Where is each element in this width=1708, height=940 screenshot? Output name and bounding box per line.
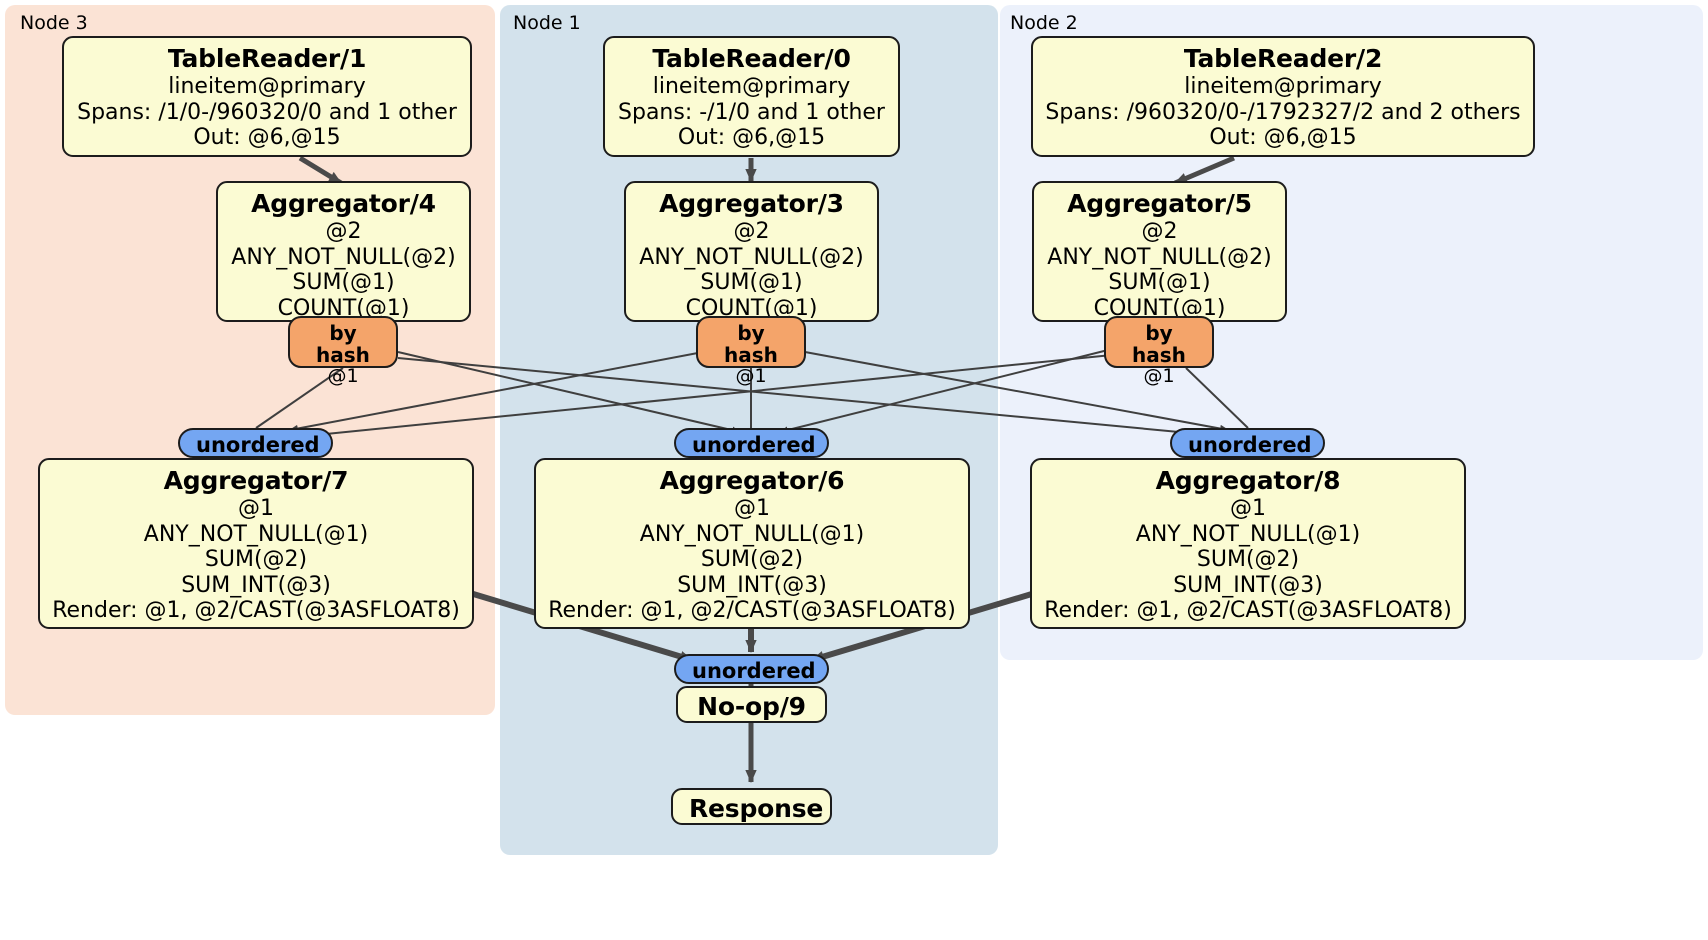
processor-line: SUM(@1) xyxy=(1108,270,1211,296)
processor-aggregator-8[interactable]: Aggregator/8 @1 ANY_NOT_NULL(@1) SUM(@2)… xyxy=(1030,458,1466,629)
processor-aggregator-5[interactable]: Aggregator/5 @2 ANY_NOT_NULL(@2) SUM(@1)… xyxy=(1032,181,1287,322)
processor-line: @1 xyxy=(238,496,274,521)
processor-line: ANY_NOT_NULL(@2) xyxy=(231,244,456,270)
processor-line: lineitem@primary xyxy=(652,74,851,99)
router-by-hash-right[interactable]: by hash @1 xyxy=(1104,316,1214,386)
processor-table-reader-0[interactable]: TableReader/0 lineitem@primary Spans: -/… xyxy=(603,36,900,157)
processor-aggregator-7[interactable]: Aggregator/7 @1 ANY_NOT_NULL(@1) SUM(@2)… xyxy=(38,458,474,629)
processor-noop-9[interactable]: No-op/9 xyxy=(676,686,827,723)
processor-line: SUM(@1) xyxy=(292,270,395,296)
processor-title: Aggregator/7 xyxy=(163,466,349,495)
processor-table-reader-1[interactable]: TableReader/1 lineitem@primary Spans: /1… xyxy=(62,36,472,157)
processor-title: Aggregator/3 xyxy=(659,189,844,218)
router-label: by hash xyxy=(316,321,370,367)
processor-title: Aggregator/6 xyxy=(659,466,845,495)
router-column: @1 xyxy=(1143,365,1175,387)
processor-line: ANY_NOT_NULL(@1) xyxy=(143,521,369,547)
processor-title: TableReader/1 xyxy=(167,44,367,73)
processor-aggregator-6[interactable]: Aggregator/6 @1 ANY_NOT_NULL(@1) SUM(@2)… xyxy=(534,458,970,629)
processor-title: Response xyxy=(689,794,824,823)
processor-line: ANY_NOT_NULL(@2) xyxy=(639,244,864,270)
processor-line: ANY_NOT_NULL(@1) xyxy=(639,521,865,547)
router-label: by hash xyxy=(1132,321,1186,367)
synchronizer-label: unordered xyxy=(692,433,816,457)
processor-line: SUM_INT(@3) xyxy=(1173,572,1323,598)
processor-line: @2 xyxy=(325,219,362,244)
processor-line: @1 xyxy=(734,496,770,521)
processor-line: Render: @1, @2/CAST(@3ASFLOAT8) xyxy=(52,598,460,624)
synchronizer-unordered-final[interactable]: unordered xyxy=(674,654,829,684)
processor-title: TableReader/0 xyxy=(652,44,851,73)
processor-line: Spans: /1/0-/960320/0 and 1 other xyxy=(77,99,457,125)
processor-line: ANY_NOT_NULL(@1) xyxy=(1135,521,1361,547)
synchronizer-label: unordered xyxy=(1188,433,1312,457)
processor-line: @1 xyxy=(1230,496,1266,521)
processor-line: Out: @6,@15 xyxy=(677,125,826,151)
processor-line: SUM(@2) xyxy=(1196,547,1300,573)
processor-aggregator-4[interactable]: Aggregator/4 @2 ANY_NOT_NULL(@2) SUM(@1)… xyxy=(216,181,471,322)
synchronizer-label: unordered xyxy=(196,433,320,457)
processor-line: @2 xyxy=(1141,219,1178,244)
processor-line: @2 xyxy=(733,219,770,244)
processor-line: SUM_INT(@3) xyxy=(181,572,331,598)
processor-line: SUM(@1) xyxy=(700,270,803,296)
processor-title: Aggregator/8 xyxy=(1155,466,1341,495)
router-column: @1 xyxy=(327,365,359,387)
processor-title: Aggregator/4 xyxy=(251,189,436,218)
router-by-hash-middle[interactable]: by hash @1 xyxy=(696,316,806,386)
processor-title: Aggregator/5 xyxy=(1067,189,1252,218)
processor-title: TableReader/2 xyxy=(1183,44,1383,73)
processor-line: Render: @1, @2/CAST(@3ASFLOAT8) xyxy=(548,598,956,624)
processor-line: ANY_NOT_NULL(@2) xyxy=(1047,244,1272,270)
router-column: @1 xyxy=(735,365,767,387)
processor-line: lineitem@primary xyxy=(1184,74,1382,99)
processor-line: Spans: /960320/0-/1792327/2 and 2 others xyxy=(1045,99,1521,125)
synchronizer-unordered-middle[interactable]: unordered xyxy=(674,428,829,458)
processor-line: Render: @1, @2/CAST(@3ASFLOAT8) xyxy=(1044,598,1452,624)
processor-line: Out: @6,@15 xyxy=(1209,125,1357,151)
processor-line: Spans: -/1/0 and 1 other xyxy=(618,99,885,125)
synchronizer-unordered-right[interactable]: unordered xyxy=(1170,428,1325,458)
node-label-node2: Node 2 xyxy=(1010,12,1078,34)
node-label-node3: Node 3 xyxy=(20,12,88,34)
router-by-hash-left[interactable]: by hash @1 xyxy=(288,316,398,386)
processor-line: SUM(@2) xyxy=(700,547,804,573)
router-label: by hash xyxy=(724,321,778,367)
processor-line: SUM_INT(@3) xyxy=(677,572,827,598)
processor-response[interactable]: Response xyxy=(671,788,832,825)
processor-aggregator-3[interactable]: Aggregator/3 @2 ANY_NOT_NULL(@2) SUM(@1)… xyxy=(624,181,879,322)
processor-line: lineitem@primary xyxy=(168,74,366,99)
synchronizer-unordered-left[interactable]: unordered xyxy=(178,428,333,458)
synchronizer-label: unordered xyxy=(692,659,816,683)
processor-table-reader-2[interactable]: TableReader/2 lineitem@primary Spans: /9… xyxy=(1031,36,1535,157)
processor-line: Out: @6,@15 xyxy=(193,125,341,151)
processor-title: No-op/9 xyxy=(697,692,806,721)
node-label-node1: Node 1 xyxy=(513,12,581,34)
processor-line: SUM(@2) xyxy=(204,547,308,573)
